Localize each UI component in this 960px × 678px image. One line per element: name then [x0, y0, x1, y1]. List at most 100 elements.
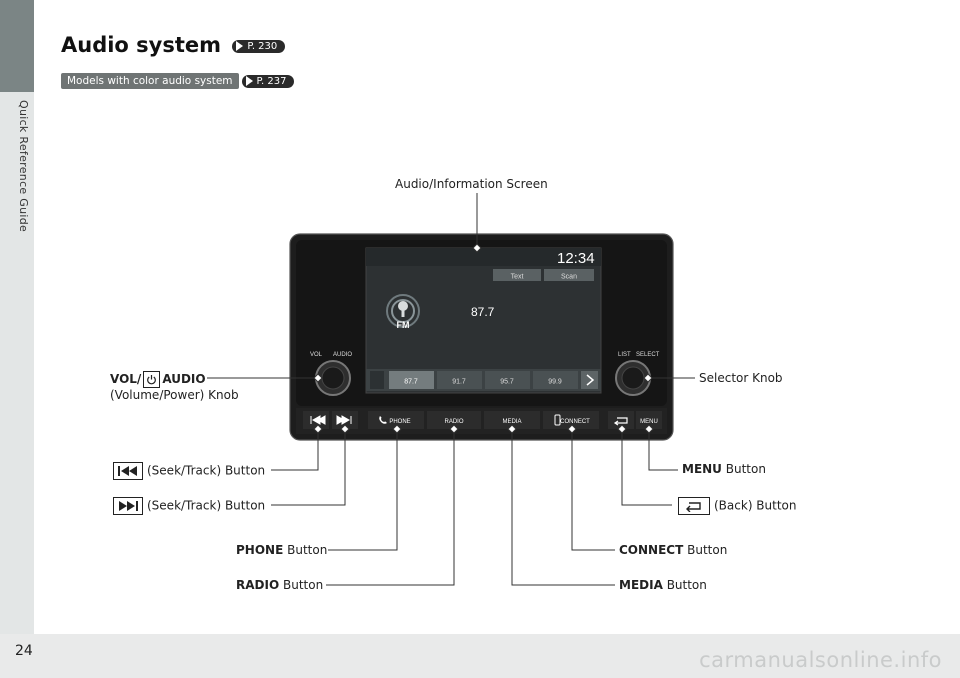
- marker-diamond: [313, 424, 323, 434]
- frequency-readout: 87.7: [471, 305, 495, 319]
- clock-readout: 12:34: [557, 250, 595, 267]
- callout-radio-bold: RADIO: [236, 578, 280, 592]
- tab-text[interactable]: [493, 269, 541, 281]
- preset-list: 87.7 91.7 95.7 99.9: [389, 371, 578, 389]
- phone-icon: [379, 416, 387, 424]
- radio-button[interactable]: [427, 411, 481, 429]
- leader-phone: [328, 431, 398, 551]
- seek-forward-icon: [336, 415, 352, 425]
- chevron-right-icon: [586, 374, 595, 386]
- tab-scan-label: Scan: [561, 274, 577, 281]
- marker-diamond: [644, 424, 654, 434]
- phone-button[interactable]: [368, 411, 424, 429]
- callout-screen: Audio/Information Screen: [395, 177, 548, 191]
- callout-menu-text: Button: [725, 462, 766, 476]
- leader-menu: [648, 431, 678, 471]
- leader-media: [511, 431, 615, 586]
- phone-button-label: PHONE: [389, 419, 410, 425]
- model-row: Models with color audio system P. 237: [61, 73, 295, 89]
- callout-seek-back-text: (Seek/Track) Button: [147, 463, 266, 478]
- radio-button-label: RADIO: [444, 419, 463, 425]
- marker-diamond: [313, 373, 323, 383]
- seek-back-icon: [310, 415, 326, 425]
- preset-label: 95.7: [500, 379, 514, 386]
- callout-phone-bold: PHONE: [236, 543, 284, 557]
- leader-seek-back: [271, 431, 319, 471]
- screen-status-bar: [366, 248, 601, 266]
- callout-connect: CONNECT Button: [619, 543, 727, 557]
- back-icon: [613, 417, 628, 426]
- callout-back: (Back) Button: [678, 497, 797, 515]
- sidebar-label: Quick Reference Guide: [17, 100, 30, 233]
- seek-back-icon: [113, 462, 143, 480]
- arrow-icon: [245, 76, 253, 86]
- back-button[interactable]: [608, 411, 634, 429]
- callout-volume-audio: AUDIO: [162, 372, 206, 386]
- callout-menu-bold: MENU: [682, 462, 722, 476]
- sidebar: Quick Reference Guide: [0, 0, 34, 634]
- menu-button-label: MENU: [640, 419, 658, 425]
- preset-label: 91.7: [452, 379, 466, 386]
- preset-button[interactable]: [389, 371, 434, 389]
- knob-audio-label: AUDIO: [333, 352, 352, 358]
- preset-button[interactable]: [533, 371, 578, 389]
- callout-phone: PHONE Button: [236, 543, 327, 557]
- preset-prev-arrow[interactable]: [370, 371, 384, 389]
- callout-media: MEDIA Button: [619, 578, 707, 592]
- media-button-label: MEDIA: [502, 419, 521, 425]
- model-badge: Models with color audio system: [61, 73, 239, 89]
- callout-connect-bold: CONNECT: [619, 543, 684, 557]
- seek-forward-icon: [113, 497, 143, 515]
- callout-seek-forward-text: (Seek/Track) Button: [147, 498, 266, 513]
- callout-volume: VOL/AUDIO: [110, 371, 206, 388]
- callout-seek-forward: (Seek/Track) Button: [113, 497, 265, 515]
- marker-diamond: [567, 424, 577, 434]
- callout-phone-text: Button: [287, 543, 328, 557]
- page-number: 24: [15, 643, 33, 659]
- tab-text-label: Text: [511, 274, 524, 281]
- marker-diamond: [449, 424, 459, 434]
- selector-knob-center: [621, 366, 645, 390]
- callout-media-bold: MEDIA: [619, 578, 663, 592]
- page-footer: [0, 634, 960, 678]
- leader-seek-forward: [271, 431, 346, 506]
- tab-scan[interactable]: [544, 269, 594, 281]
- media-button[interactable]: [484, 411, 540, 429]
- leader-lines: [207, 193, 695, 586]
- marker-diamond: [472, 243, 482, 253]
- marker-diamond: [340, 424, 350, 434]
- callout-menu: MENU Button: [682, 462, 766, 476]
- title-page-reference[interactable]: P. 230: [232, 39, 286, 53]
- power-icon: [143, 371, 161, 388]
- callout-connect-text: Button: [687, 543, 728, 557]
- leader-markers: [313, 243, 654, 434]
- knob-select-label: SELECT: [636, 352, 660, 358]
- callout-volume-desc: (Volume/Power) Knob: [110, 388, 239, 402]
- preset-next-arrow[interactable]: [581, 371, 598, 389]
- marker-diamond: [507, 424, 517, 434]
- preset-button[interactable]: [485, 371, 530, 389]
- marker-diamond: [643, 373, 653, 383]
- callout-radio: RADIO Button: [236, 578, 323, 592]
- volume-power-knob-center: [321, 366, 345, 390]
- model-page-reference-text: P. 237: [256, 75, 287, 87]
- page-title-text: Audio system: [61, 33, 222, 57]
- preset-label: 99.9: [548, 379, 562, 386]
- watermark: carmanualsonline.info: [699, 648, 942, 672]
- sidebar-tab-marker: [0, 0, 34, 92]
- menu-button[interactable]: [636, 411, 662, 429]
- callout-volume-prefix: VOL/: [110, 372, 142, 386]
- leader-back: [621, 431, 672, 506]
- connect-button-label: CONNECT: [560, 419, 590, 425]
- model-page-reference[interactable]: P. 237: [241, 74, 295, 88]
- title-page-reference-text: P. 230: [247, 40, 278, 52]
- knob-vol-label: VOL: [310, 352, 323, 358]
- knob-list-label: LIST: [618, 352, 631, 358]
- page-title: Audio system P. 230: [61, 33, 286, 57]
- callout-seek-back: (Seek/Track) Button: [113, 462, 265, 480]
- preset-button[interactable]: [437, 371, 482, 389]
- callout-media-text: Button: [666, 578, 707, 592]
- callout-selector: Selector Knob: [699, 371, 783, 385]
- callout-radio-text: Button: [282, 578, 324, 592]
